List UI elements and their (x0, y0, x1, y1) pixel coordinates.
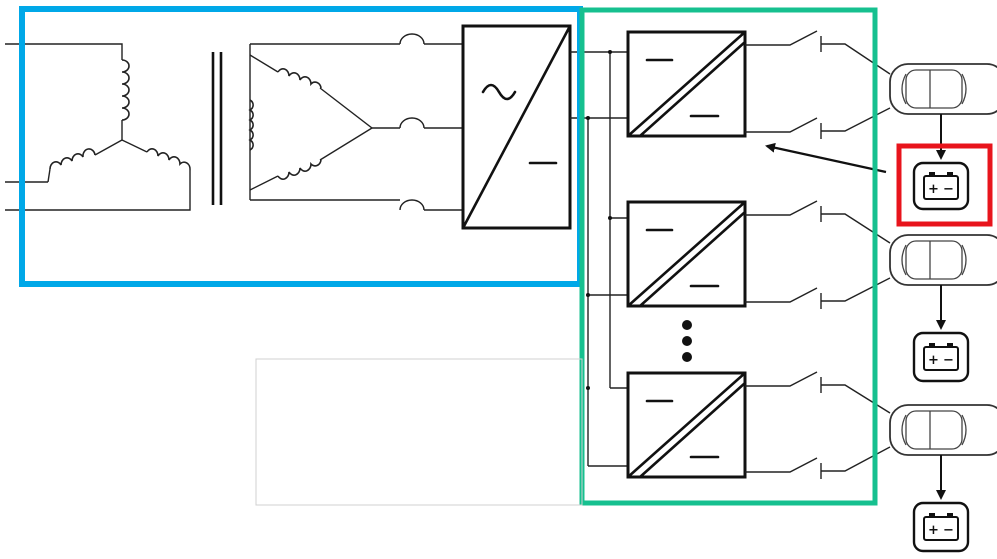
car-icon (889, 63, 997, 115)
charger-group-border (579, 7, 878, 506)
car-icon (889, 234, 997, 286)
more-modules-ellipsis (682, 320, 692, 362)
grid-side-group (5, 6, 610, 287)
battery-plus-label: + (928, 182, 939, 197)
feedback-arrow (765, 142, 887, 174)
car-icon (889, 404, 997, 456)
ac-dc-converter-icon (461, 24, 572, 230)
switch-icon (745, 30, 891, 139)
switch-icon (745, 371, 891, 479)
transformer-core (211, 52, 223, 205)
switch-icon (745, 200, 891, 309)
battery-minus-label: − (943, 353, 954, 368)
dc-dc-converter-icon (626, 371, 747, 479)
battery-plus-label: + (928, 353, 939, 368)
battery-minus-label: − (943, 182, 954, 197)
battery-icon: + − (912, 331, 970, 383)
battery-icon: + − (912, 501, 970, 553)
battery-icon: + − (912, 161, 970, 211)
secondary-delta-winding (248, 43, 400, 201)
empty-placeholder-box (255, 358, 583, 506)
battery-plus-label: + (928, 523, 939, 538)
dc-dc-converter-icon (626, 30, 747, 138)
primary-star-winding (47, 59, 191, 188)
dc-bus (586, 50, 628, 467)
dc-dc-converter-icon (626, 200, 747, 308)
line-inductors (399, 33, 463, 211)
battery-minus-label: − (943, 523, 954, 538)
battery-highlight-border (896, 143, 993, 227)
